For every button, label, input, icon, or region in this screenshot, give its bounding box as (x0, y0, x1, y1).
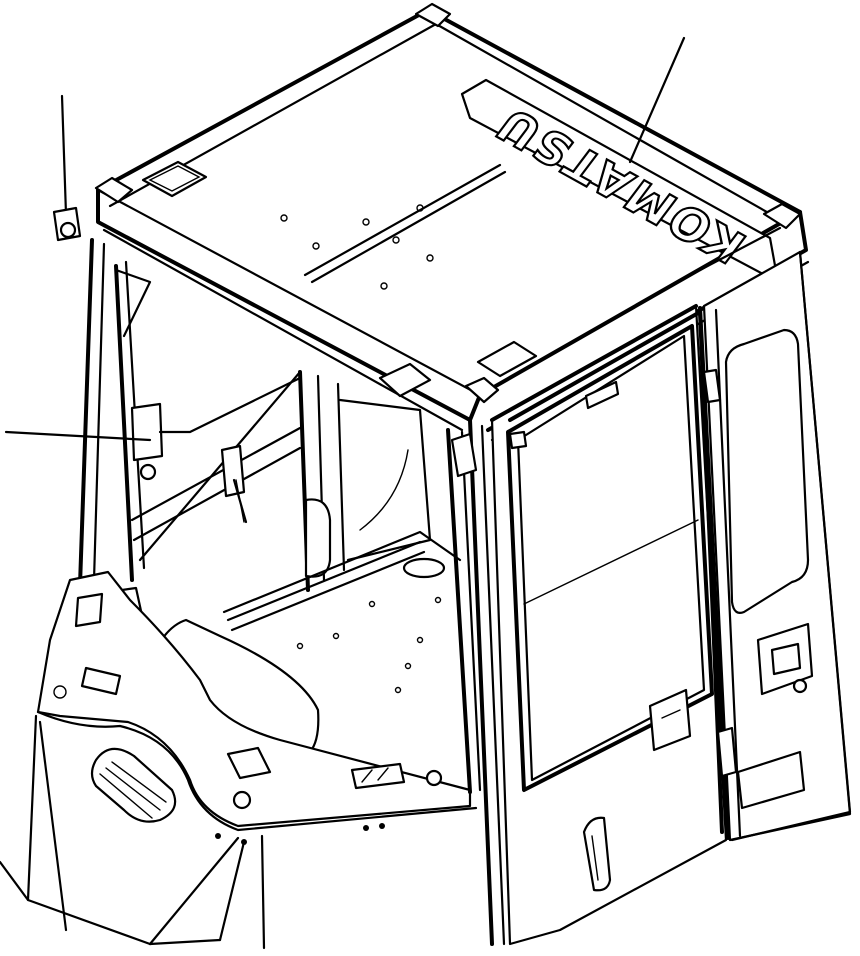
rear-side-panel (698, 250, 852, 842)
leader-line-left (4, 430, 152, 442)
leader-line-lower (148, 938, 222, 946)
front-pillar (446, 418, 506, 946)
leader-line-seat (218, 840, 246, 942)
leader-line-rear (232, 478, 248, 524)
antenna (52, 94, 82, 242)
leader-lines (4, 36, 782, 950)
door (490, 304, 728, 946)
left-pillar (78, 238, 302, 587)
lower-body (0, 714, 240, 946)
leader-line-logo (628, 36, 686, 164)
leader-line-roof-right (698, 226, 782, 272)
leader-line-console (260, 834, 266, 950)
roof (94, 2, 810, 442)
leader-line-front (38, 720, 68, 932)
rear-frame (130, 370, 462, 694)
